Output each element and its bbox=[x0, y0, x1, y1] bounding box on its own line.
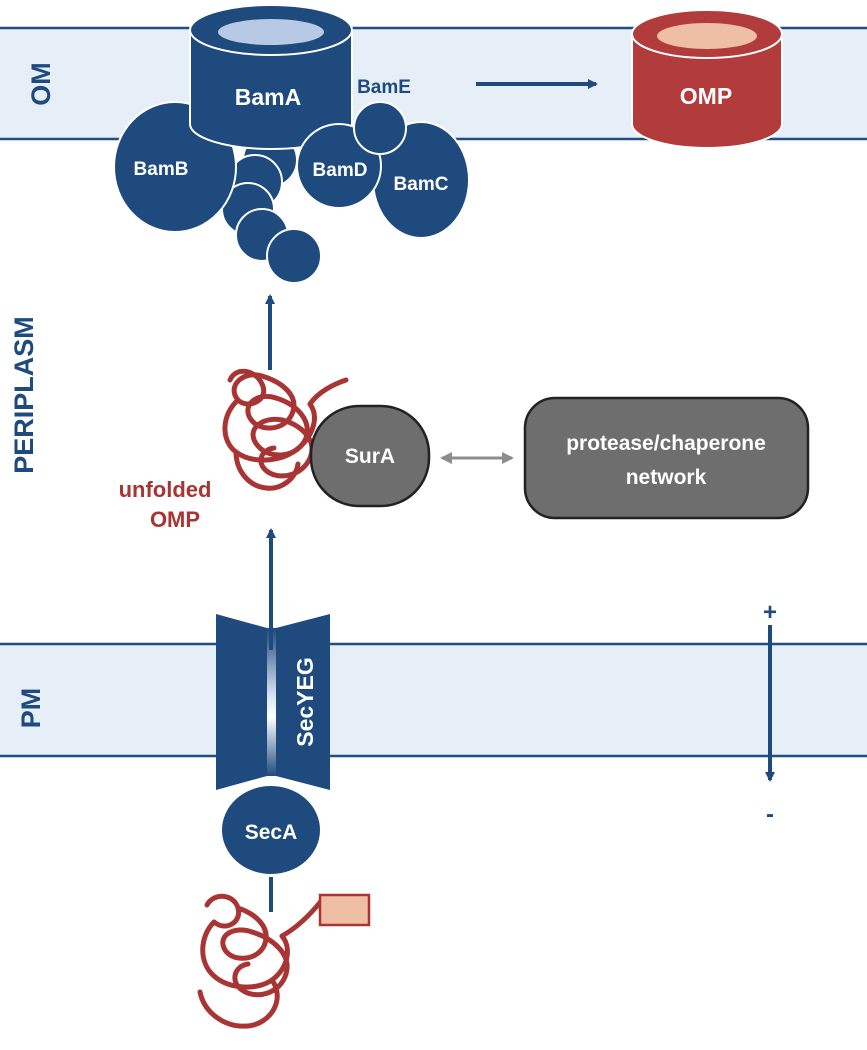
negative-sign: - bbox=[766, 801, 774, 828]
folded-omp: OMP bbox=[631, 9, 783, 149]
omp-barrel bbox=[631, 33, 783, 149]
om-label: OM bbox=[26, 62, 56, 106]
bam-c-label: BamC bbox=[394, 174, 449, 195]
sec-a-shape bbox=[220, 784, 322, 876]
signal-peptide bbox=[318, 893, 371, 927]
network-label-line2: network bbox=[626, 466, 707, 489]
sec-yeg-right-half bbox=[276, 614, 330, 790]
sur-a-label: SurA bbox=[345, 445, 395, 468]
sec-a-label: SecA bbox=[245, 821, 298, 844]
positive-sign: + bbox=[763, 599, 777, 626]
plasma-membrane bbox=[0, 642, 867, 758]
cytoplasmic-unfolded-chain bbox=[197, 893, 325, 1029]
network-box bbox=[523, 396, 810, 520]
bam-d-label: BamD bbox=[313, 160, 368, 181]
sur-a-shape bbox=[309, 404, 431, 508]
bam-e-label: BamE bbox=[357, 77, 411, 98]
sec-yeg-pore bbox=[267, 628, 276, 776]
periplasm-label: PERIPLASM bbox=[9, 316, 39, 474]
bam-complex: BamB BamA BamC BamD BamE bbox=[113, 4, 470, 284]
bam-b-label: BamB bbox=[134, 159, 189, 180]
network-label-line1: protease/chaperone bbox=[566, 432, 766, 455]
sec-yeg-left-half bbox=[216, 614, 267, 790]
sec-yeg-label: SecYEG bbox=[292, 657, 318, 747]
omp-label: OMP bbox=[680, 83, 732, 109]
membrane-potential: + - bbox=[763, 599, 777, 828]
pm-label: PM bbox=[16, 688, 46, 729]
unfolded-omp-label-line2: OMP bbox=[150, 507, 200, 532]
bam-e-shape bbox=[353, 101, 407, 155]
bam-a-label: BamA bbox=[235, 84, 301, 110]
bam-subunit-circle bbox=[266, 228, 322, 284]
omp-barrel-pore bbox=[657, 23, 757, 49]
sec-yeg-channel: SecYEG bbox=[216, 614, 330, 790]
unfolded-omp-label-line1: unfolded bbox=[119, 477, 212, 502]
bam-a-barrel-pore bbox=[218, 19, 324, 45]
unfolded-omp-chain bbox=[222, 368, 349, 491]
